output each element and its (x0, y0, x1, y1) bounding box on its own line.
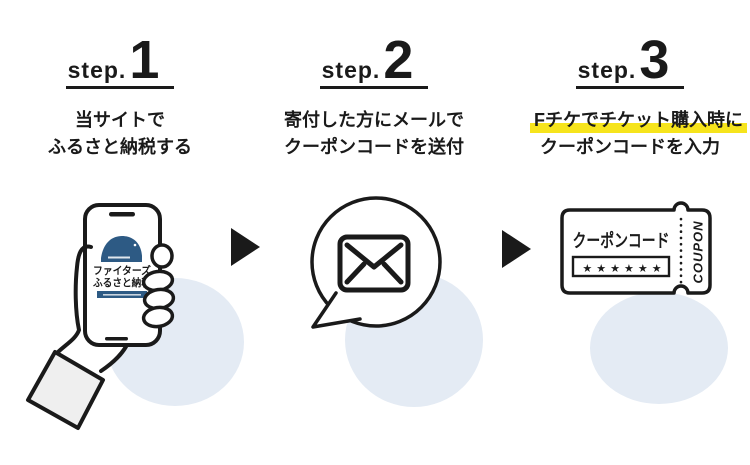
logo-banner-text-mark (103, 294, 141, 296)
step-2-number: 2 (383, 30, 413, 90)
index-finger (150, 243, 174, 269)
phone-speaker (109, 212, 135, 217)
arrow-right-icon (502, 230, 531, 268)
step-1-heading: step.1 (65, 33, 175, 89)
step-2-caption: 寄付した方にメールで クーポンコードを送付 (274, 107, 474, 161)
step-1-label: step. (67, 57, 127, 83)
dome-detail (108, 256, 130, 259)
arrow-right-icon (231, 228, 260, 266)
step-2-caption-line2: クーポンコードを送付 (284, 137, 464, 157)
step-3-column: step.3 Fチケでチケット購入時に クーポンコードを入力 (530, 33, 747, 161)
phone-logo-line2: ふるさと納税 (93, 276, 151, 289)
yellow-highlight: Fチケでチケット購入時に (530, 110, 747, 133)
step-1-caption-line2: ふるさと納税する (48, 137, 192, 157)
envelope-fold-left (344, 261, 367, 285)
coupon-ticket-illustration: クーポンコード ★★★★★★ COUPON (560, 201, 728, 404)
coupon-code-stars: ★★★★★★ (582, 263, 665, 275)
step-1-caption: 当サイトで ふるさと納税する (20, 107, 220, 161)
phone-in-hand-illustration: ファイターズ ふるさと納税 (26, 203, 244, 430)
sleeve-cuff (26, 350, 105, 430)
step-3-caption-line1: Fチケでチケット購入時に (530, 107, 747, 134)
stadium-dome-icon (101, 236, 142, 262)
step-1-column: step.1 当サイトで ふるさと納税する (20, 33, 220, 161)
step-3-number: 3 (639, 30, 669, 90)
phone-home-bar (105, 337, 128, 341)
speech-bubble-tail (311, 291, 362, 329)
envelope-fold-right (381, 261, 404, 285)
step-2-label: step. (321, 57, 381, 83)
step-3-caption-line2: クーポンコードを入力 (540, 137, 720, 157)
step-1-caption-line1: 当サイトで (75, 110, 165, 130)
coupon-code-box (571, 255, 671, 278)
step-2-heading: step.2 (319, 33, 429, 89)
coupon-label: クーポンコード (573, 230, 670, 251)
dome-star-detail (133, 243, 137, 247)
thumb-line (55, 244, 93, 355)
step-3-heading: step.3 (575, 33, 685, 89)
finger-loop (141, 305, 175, 329)
phone-logo-line1: ファイターズ (93, 264, 151, 277)
coupon-stub-text: COUPON (691, 220, 706, 283)
step-1-number: 1 (129, 30, 159, 90)
step-2-caption-line1: 寄付した方にメールで (284, 110, 464, 130)
step-3-label: step. (577, 57, 637, 83)
speech-bubble-mail-illustration (310, 196, 483, 407)
step-3-caption: Fチケでチケット購入時に クーポンコードを入力 (530, 107, 747, 161)
step-2-column: step.2 寄付した方にメールで クーポンコードを送付 (274, 33, 474, 161)
background-blob (590, 292, 728, 404)
envelope-flap (344, 242, 404, 270)
